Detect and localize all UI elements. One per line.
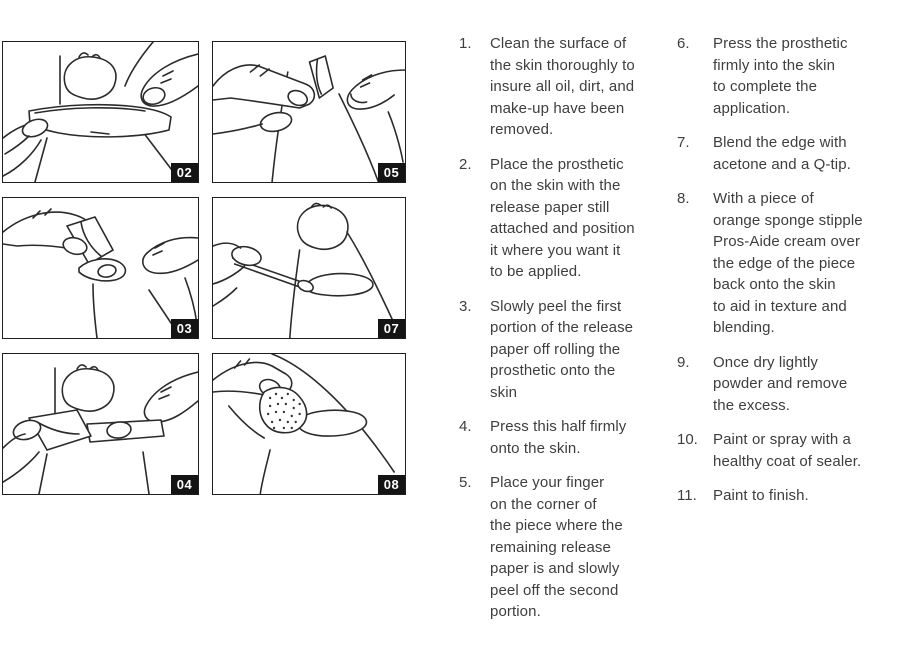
- step-number: 11.: [677, 487, 697, 504]
- panel-number-badge: 08: [378, 475, 405, 494]
- step-text: Paint or spray with a healthy coat of se…: [713, 431, 862, 470]
- instruction-step-2: 2. Place the prosthetic on the skin with…: [459, 154, 669, 283]
- step-text: Paint to finish.: [713, 487, 809, 504]
- step-number: 4.: [459, 418, 472, 435]
- illustration-panel-02: 02: [2, 41, 199, 183]
- illustration-panel-03: 03: [2, 197, 199, 339]
- peel-second-portion-illustration: [213, 55, 405, 182]
- instruction-step-10: 10. Paint or spray with a healthy coat o…: [677, 429, 892, 472]
- illustration-panel-05: 05: [212, 41, 406, 183]
- step-text: Place your finger on the corner of the p…: [490, 474, 623, 620]
- illustration-grid: 02 05: [2, 41, 406, 495]
- place-strip-illustration: [3, 42, 198, 182]
- step-text: With a piece of orange sponge stipple Pr…: [713, 190, 863, 336]
- instruction-step-9: 9. Once dry lightly powder and remove th…: [677, 352, 892, 417]
- panel-number-badge: 03: [171, 319, 198, 338]
- instruction-step-3: 3. Slowly peel the first portion of the …: [459, 296, 669, 404]
- instruction-step-4: 4. Press this half firmly onto the skin.: [459, 416, 669, 459]
- q-tip-blend-illustration: [213, 202, 399, 338]
- instruction-step-5: 5. Place your finger on the corner of th…: [459, 472, 669, 623]
- instruction-step-7: 7. Blend the edge with acetone and a Q-t…: [677, 132, 892, 175]
- step-number: 3.: [459, 297, 472, 315]
- step-text: Place the prosthetic on the skin with th…: [490, 155, 635, 281]
- step-text: Blend the edge with acetone and a Q-tip.: [713, 134, 851, 173]
- step-text: Slowly peel the first portion of the rel…: [490, 297, 634, 401]
- panel-number-badge: 04: [171, 475, 198, 494]
- instructions-column-1: 1. Clean the surface of the skin thoroug…: [459, 33, 669, 636]
- panel-number-badge: 02: [171, 163, 198, 182]
- instruction-step-1: 1. Clean the surface of the skin thoroug…: [459, 33, 669, 141]
- instruction-step-6: 6. Press the prosthetic firmly into the …: [677, 33, 892, 119]
- step-number: 6.: [677, 35, 690, 52]
- sponge-stipple-illustration: [213, 354, 395, 494]
- step-number: 2.: [459, 155, 472, 173]
- illustration-panel-04: 04: [2, 353, 199, 495]
- step-number: 5.: [459, 474, 472, 491]
- step-text: Once dry lightly powder and remove the e…: [713, 353, 848, 414]
- instruction-step-8: 8. With a piece of orange sponge stipple…: [677, 188, 892, 339]
- panel-number-badge: 05: [378, 163, 405, 182]
- step-number: 8.: [677, 190, 690, 207]
- step-text: Press the prosthetic firmly into the ski…: [713, 35, 848, 117]
- step-number: 1.: [459, 35, 472, 52]
- peel-first-portion-illustration: [3, 208, 198, 338]
- step-number: 10.: [677, 431, 698, 448]
- instruction-step-11: 11. Paint to finish.: [677, 485, 892, 507]
- illustration-panel-08: 08: [212, 353, 406, 495]
- step-number: 7.: [677, 134, 690, 151]
- press-half-illustration: [3, 364, 198, 494]
- step-number: 9.: [677, 353, 690, 371]
- illustration-panel-07: 07: [212, 197, 406, 339]
- instructions-column-2: 6. Press the prosthetic firmly into the …: [677, 33, 892, 520]
- panel-number-badge: 07: [378, 319, 405, 338]
- step-text: Clean the surface of the skin thoroughly…: [490, 35, 635, 138]
- step-text: Press this half firmly onto the skin.: [490, 418, 627, 457]
